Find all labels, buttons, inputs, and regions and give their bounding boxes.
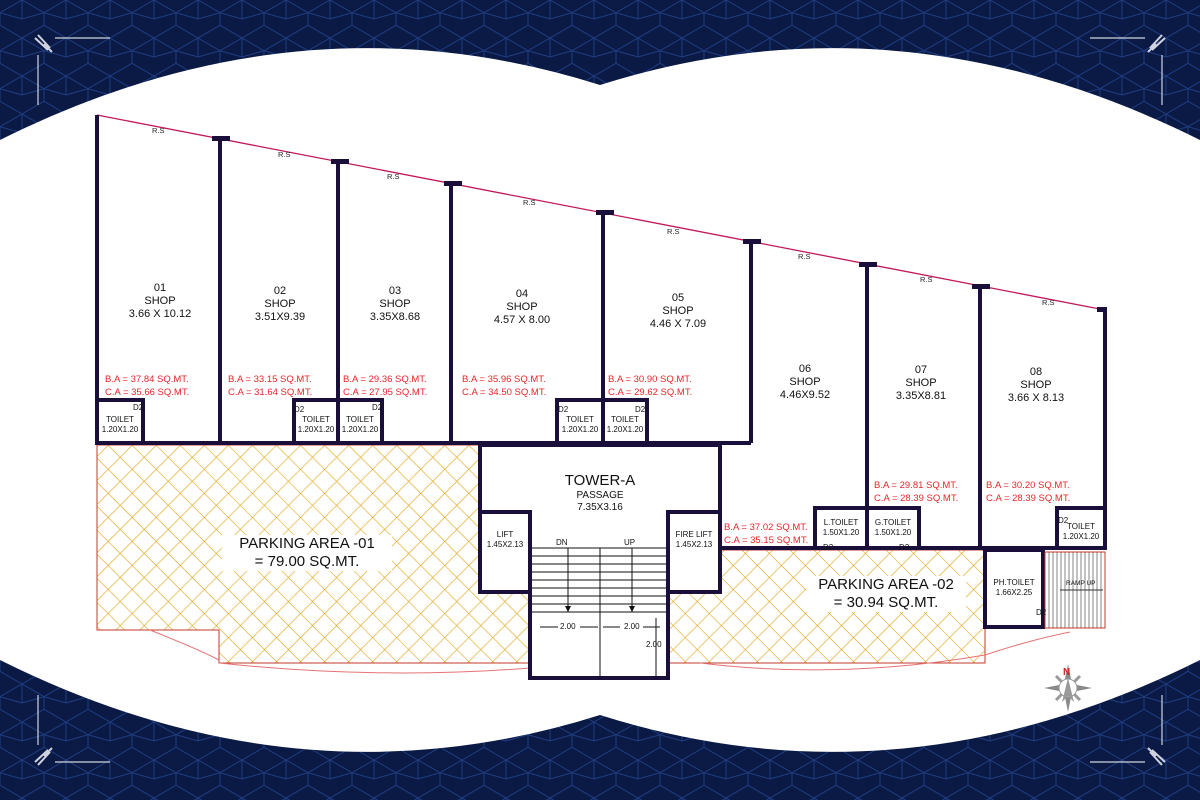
shop-03-label: 03 SHOP 3.35X8.68 xyxy=(369,285,421,324)
road-side-label: R.S xyxy=(667,227,680,236)
door-label: D2 xyxy=(558,405,569,414)
road-side-label: R.S xyxy=(387,172,400,181)
parking-area-01-label: PARKING AREA -01 = 79.00 SQ.MT. xyxy=(222,535,392,571)
corner-ornament-top-right xyxy=(1090,34,1166,105)
north-compass-icon xyxy=(1044,664,1092,712)
ladies-toilet: L.TOILET 1.50X1.20 xyxy=(822,518,860,537)
stairs-dim-width-2: 2.00 xyxy=(624,622,640,631)
road-side-label: R.S xyxy=(278,150,291,159)
corner-ornament-bottom-right xyxy=(1090,695,1166,766)
shop-07-area: B.A = 29.81 SQ.MT. C.A = 28.39 SQ.MT. xyxy=(874,480,959,504)
road-side-label: R.S xyxy=(523,198,536,207)
door-label: D2 xyxy=(1058,516,1069,525)
road-side-label: R.S xyxy=(920,275,933,284)
toilet-shop-03: TOILET 1.20X1.20 xyxy=(341,415,379,434)
door-label: D2 xyxy=(372,403,383,412)
road-side-label: R.S xyxy=(152,126,165,135)
gents-toilet: G.TOILET 1.50X1.20 xyxy=(874,518,912,537)
shop-04-label: 04 SHOP 4.57 X 8.00 xyxy=(493,288,551,327)
road-side-label: R.S xyxy=(798,252,811,261)
shop-03-area: B.A = 29.36 SQ.MT. C.A = 27.95 SQ.MT. xyxy=(343,374,428,398)
stairs-dim-width-1: 2.00 xyxy=(560,622,576,631)
shop-04-area: B.A = 35.96 SQ.MT. C.A = 34.50 SQ.MT. xyxy=(462,374,547,398)
toilet-shop-05: TOILET 1.20X1.20 xyxy=(606,415,644,434)
shop-08-area: B.A = 30.20 SQ.MT. C.A = 28.39 SQ.MT. xyxy=(986,480,1071,504)
shop-07-label: 07 SHOP 3.35X8.81 xyxy=(895,364,947,403)
door-label: D2 xyxy=(133,403,144,412)
door-label: D2 xyxy=(1036,608,1047,617)
corner-ornament-top-left xyxy=(34,34,110,105)
stairs-down-label: DN xyxy=(556,538,568,547)
ph-toilet: PH.TOILET 1.66X2.25 xyxy=(993,578,1035,597)
shop-05-area: B.A = 30.90 SQ.MT. C.A = 29.62 SQ.MT. xyxy=(608,374,693,398)
north-label: N xyxy=(1063,667,1071,678)
shop-01-area: B.A = 37.84 SQ.MT. C.A = 35.66 SQ.MT. xyxy=(105,374,190,398)
shop-02-label: 02 SHOP 3.51X9.39 xyxy=(254,285,306,324)
shop-02-area: B.A = 33.15 SQ.MT. C.A = 31.64 SQ.MT. xyxy=(228,374,313,398)
toilet-shop-08: TOILET 1.20X1.20 xyxy=(1062,522,1100,541)
door-label: D2 xyxy=(635,405,646,414)
shop-01-label: 01 SHOP 3.66 X 10.12 xyxy=(128,282,192,321)
tower-a-label: TOWER-A PASSAGE 7.35X3.16 xyxy=(564,472,636,513)
door-label: D2 xyxy=(294,405,305,414)
parking-area-02-label: PARKING AREA -02 = 30.94 SQ.MT. xyxy=(806,576,966,612)
door-label: D2 xyxy=(823,543,834,552)
shop-08-label: 08 SHOP 3.66 X 8.13 xyxy=(1007,366,1065,405)
road-side-label: R.S xyxy=(1042,298,1055,307)
corner-ornament-bottom-left xyxy=(34,695,110,766)
toilet-shop-01: TOILET 1.20X1.20 xyxy=(101,415,139,434)
stairs-up-label: UP xyxy=(624,538,636,547)
toilet-shop-02: TOILET 1.20X1.20 xyxy=(297,415,335,434)
fire-lift-label: FIRE LIFT 1.45X2.13 xyxy=(675,530,713,549)
door-label: D2 xyxy=(899,543,910,552)
lift-label: LIFT 1.45X2.13 xyxy=(486,530,524,549)
ramp-label: RAMP UP xyxy=(1066,580,1096,587)
shop-06-label: 06 SHOP 4.46X9.52 xyxy=(779,363,831,402)
stairs-dim-depth: 2.00 xyxy=(646,640,662,649)
shop-05-label: 05 SHOP 4.46 X 7.09 xyxy=(649,292,707,331)
shop-06-area: B.A = 37.02 SQ.MT. C.A = 35.15 SQ.MT. xyxy=(724,522,809,546)
toilet-shop-04: TOILET 1.20X1.20 xyxy=(561,415,599,434)
